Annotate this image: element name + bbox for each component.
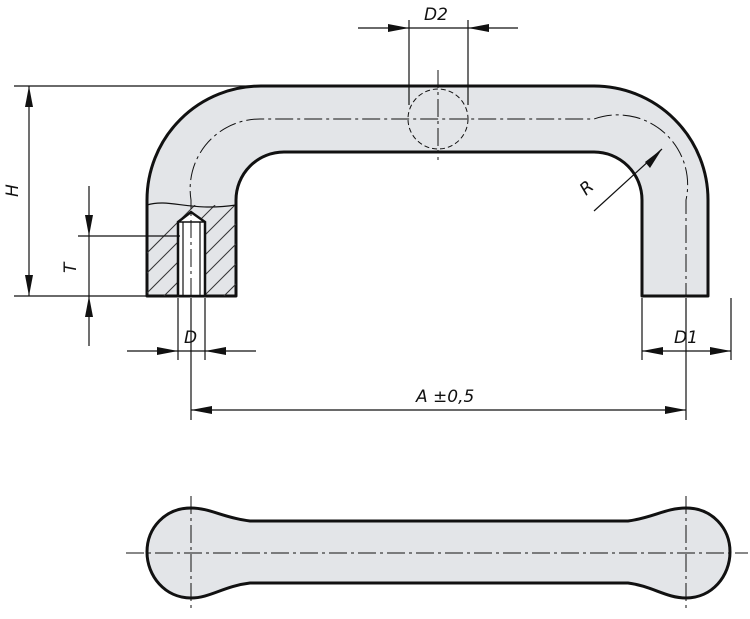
dimension-t: T (61, 186, 180, 346)
dimension-a: A ±0,5 (190, 298, 687, 420)
handle-body (145, 84, 710, 298)
label-h: H (3, 184, 23, 197)
label-a: A ±0,5 (415, 387, 474, 407)
label-d2: D2 (424, 5, 448, 25)
d2-section-circle (407, 88, 469, 150)
handle-centerline (189, 114, 689, 296)
section-boundary (146, 202, 237, 208)
dimension-d2: D2 (358, 5, 518, 105)
handle-side-view (145, 70, 710, 298)
label-t: T (61, 261, 81, 273)
dimension-h: H (3, 85, 262, 297)
label-r: R (576, 177, 598, 200)
handle-top-view (126, 496, 748, 610)
